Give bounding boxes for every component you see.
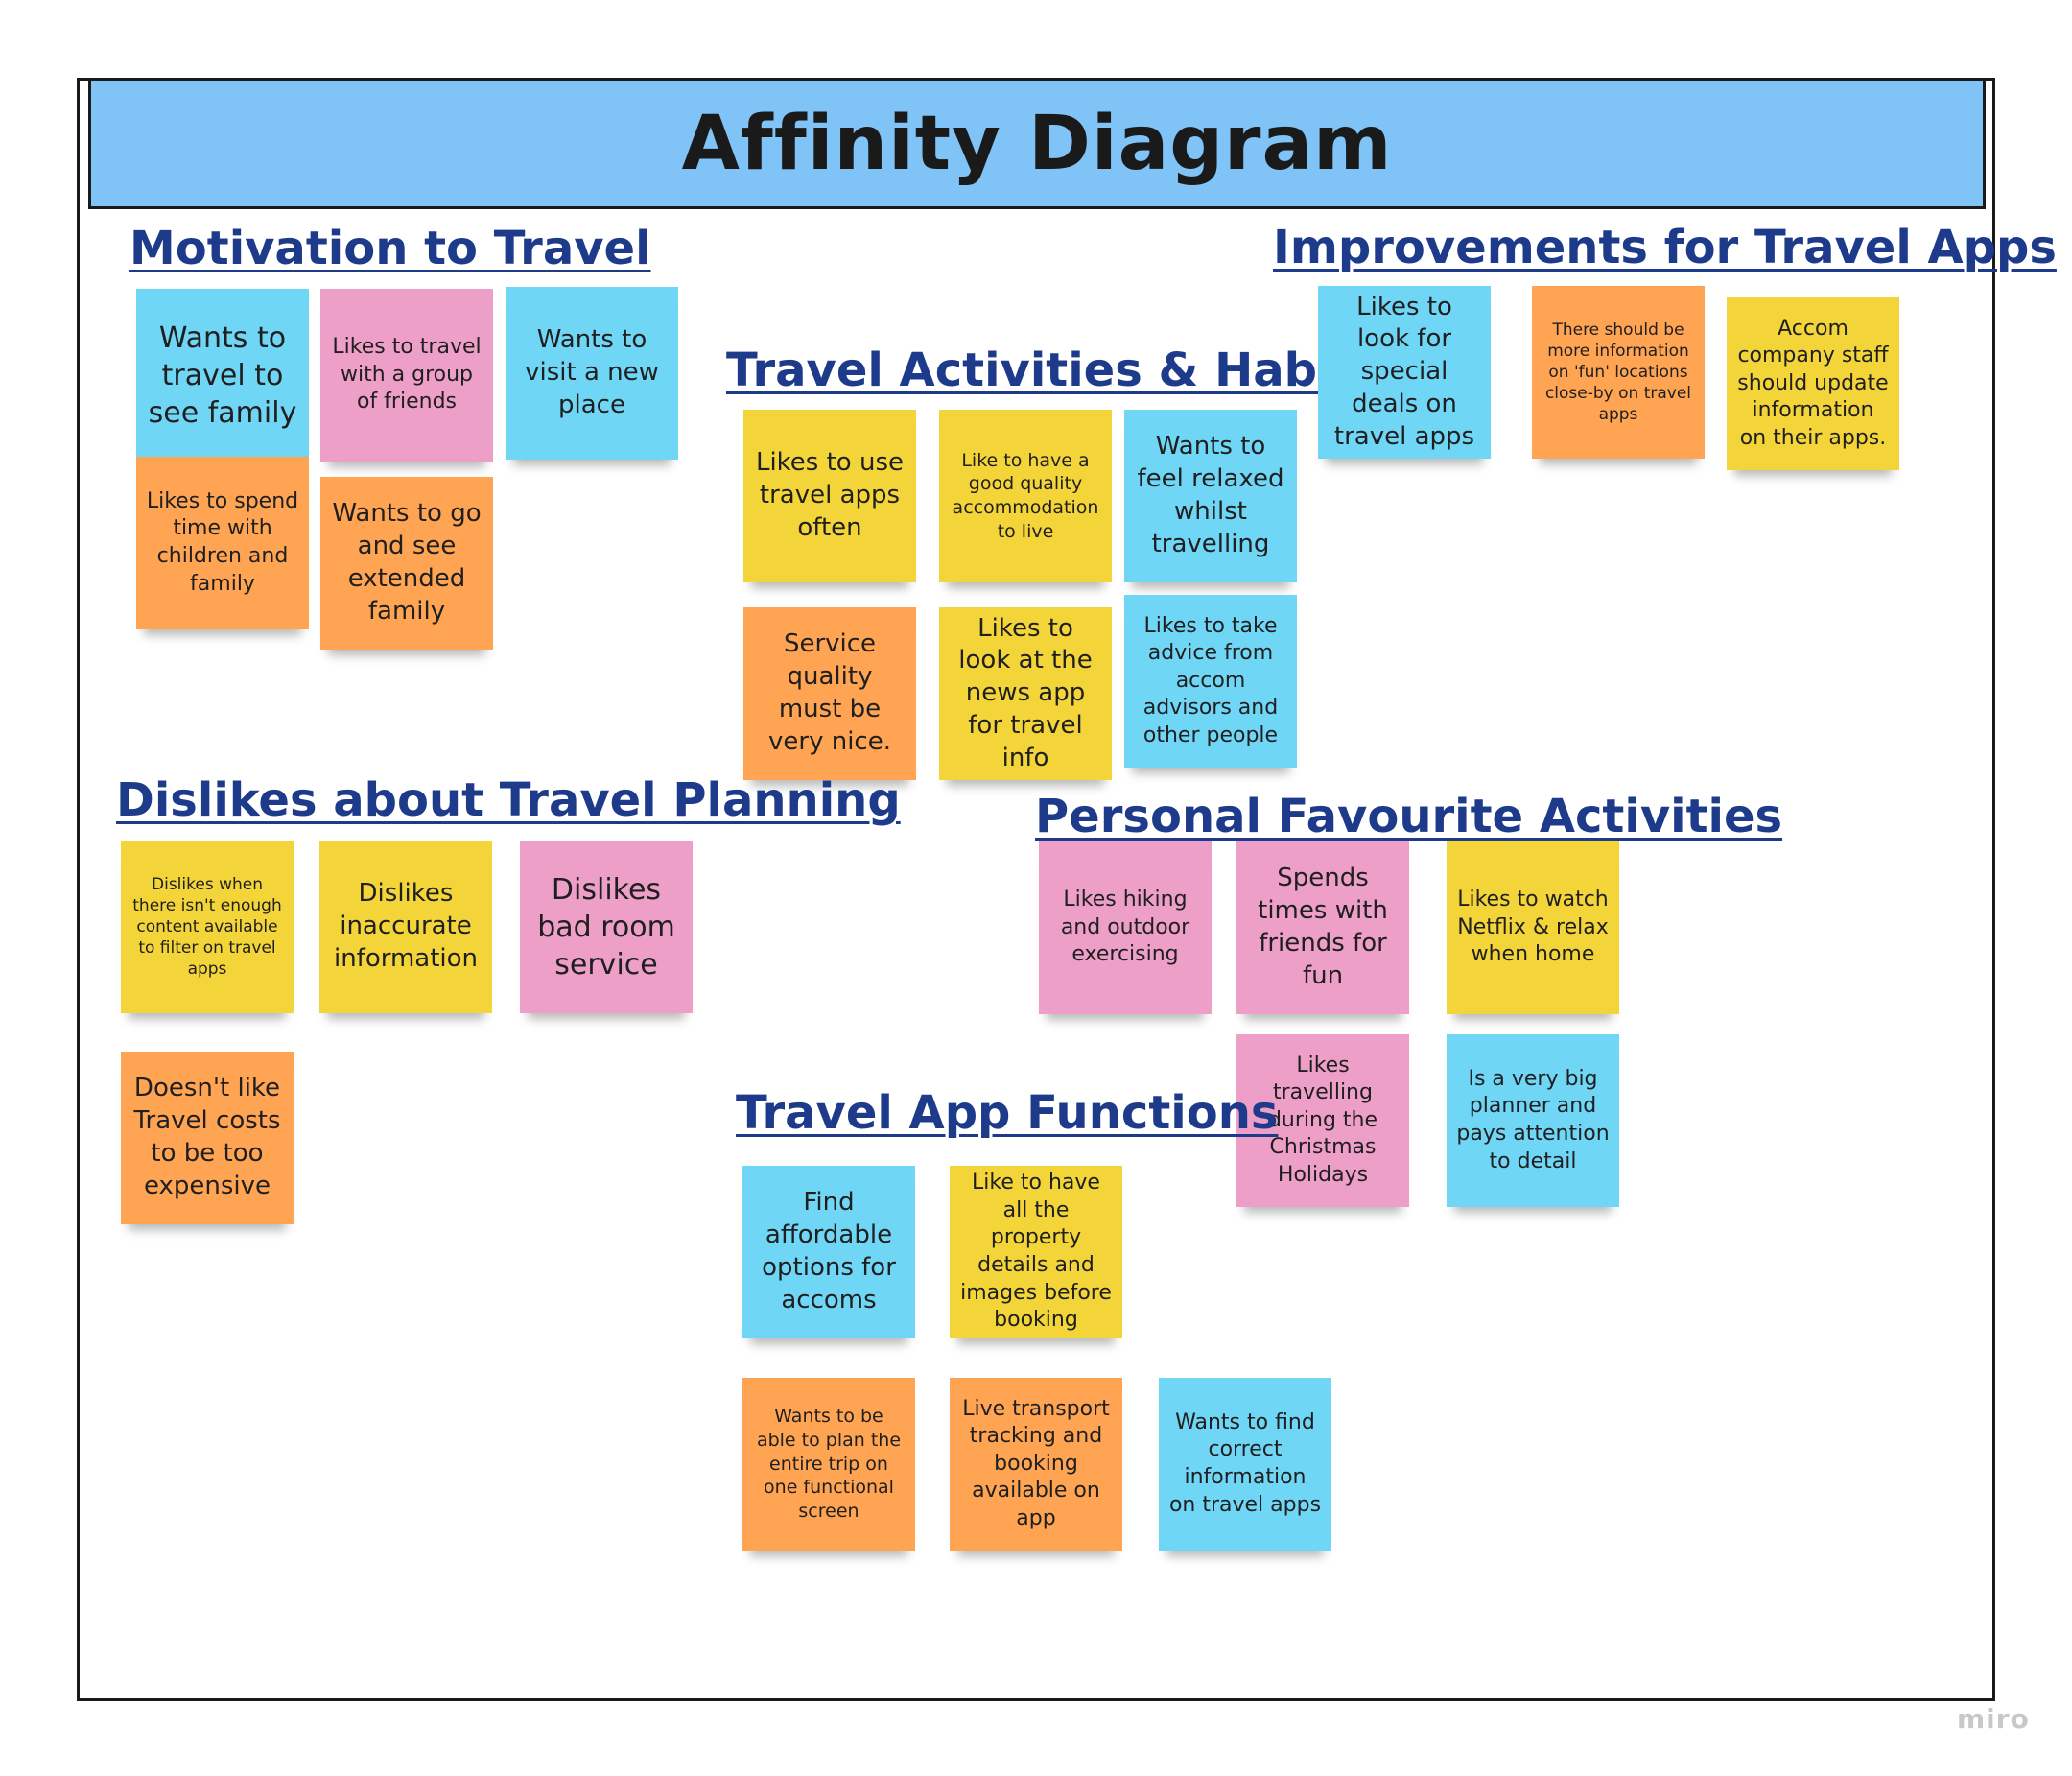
sticky-note[interactable]: Likes to look at the news app for travel… [939, 607, 1112, 780]
miro-logo: miro [1957, 1703, 2030, 1735]
sticky-note[interactable]: Likes to spend time with children and fa… [136, 457, 309, 629]
sticky-note[interactable]: Wants to visit a new place [506, 287, 678, 460]
sticky-note[interactable]: Doesn't like Travel costs to be too expe… [121, 1052, 294, 1224]
heading-functions: Travel App Functions [736, 1086, 1279, 1140]
title-banner: Affinity Diagram [88, 78, 1986, 209]
sticky-note[interactable]: Live transport tracking and booking avai… [950, 1378, 1122, 1551]
sticky-note[interactable]: Likes to travel with a group of friends [320, 289, 493, 462]
sticky-note[interactable]: Service quality must be very nice. [743, 607, 916, 780]
sticky-note[interactable]: Wants to feel relaxed whilst travelling [1124, 410, 1297, 582]
sticky-note[interactable]: Accom company staff should update inform… [1727, 297, 1899, 470]
sticky-note[interactable]: Dislikes inaccurate information [319, 841, 492, 1013]
sticky-note[interactable]: Spends times with friends for fun [1236, 841, 1409, 1014]
sticky-note[interactable]: Likes to take advice from accom advisors… [1124, 595, 1297, 768]
heading-improvements: Improvements for Travel Apps [1273, 221, 2057, 274]
sticky-note[interactable]: Wants to be able to plan the entire trip… [742, 1378, 915, 1551]
page-title: Affinity Diagram [681, 100, 1393, 187]
heading-dislikes: Dislikes about Travel Planning [116, 773, 901, 827]
heading-favourites: Personal Favourite Activities [1035, 790, 1783, 843]
sticky-note[interactable]: Likes to watch Netflix & relax when home [1447, 841, 1619, 1014]
sticky-note[interactable]: Like to have all the property details an… [950, 1166, 1122, 1338]
sticky-note[interactable]: Is a very big planner and pays attention… [1447, 1034, 1619, 1207]
sticky-note[interactable]: Likes hiking and outdoor exercising [1039, 841, 1212, 1014]
sticky-note[interactable]: Wants to travel to see family [136, 289, 309, 462]
sticky-note[interactable]: Dislikes when there isn't enough content… [121, 841, 294, 1013]
sticky-note[interactable]: There should be more information on 'fun… [1532, 286, 1705, 459]
sticky-note[interactable]: Like to have a good quality accommodatio… [939, 410, 1112, 582]
sticky-note[interactable]: Likes travelling during the Christmas Ho… [1236, 1034, 1409, 1207]
heading-motivation: Motivation to Travel [130, 222, 651, 275]
sticky-note[interactable]: Wants to find correct information on tra… [1159, 1378, 1331, 1551]
heading-activities: Travel Activities & Habits [726, 343, 1382, 397]
sticky-note[interactable]: Likes to look for special deals on trave… [1318, 286, 1491, 459]
sticky-note[interactable]: Dislikes bad room service [520, 841, 693, 1013]
sticky-note[interactable]: Find affordable options for accoms [742, 1166, 915, 1338]
sticky-note[interactable]: Likes to use travel apps often [743, 410, 916, 582]
sticky-note[interactable]: Wants to go and see extended family [320, 477, 493, 650]
